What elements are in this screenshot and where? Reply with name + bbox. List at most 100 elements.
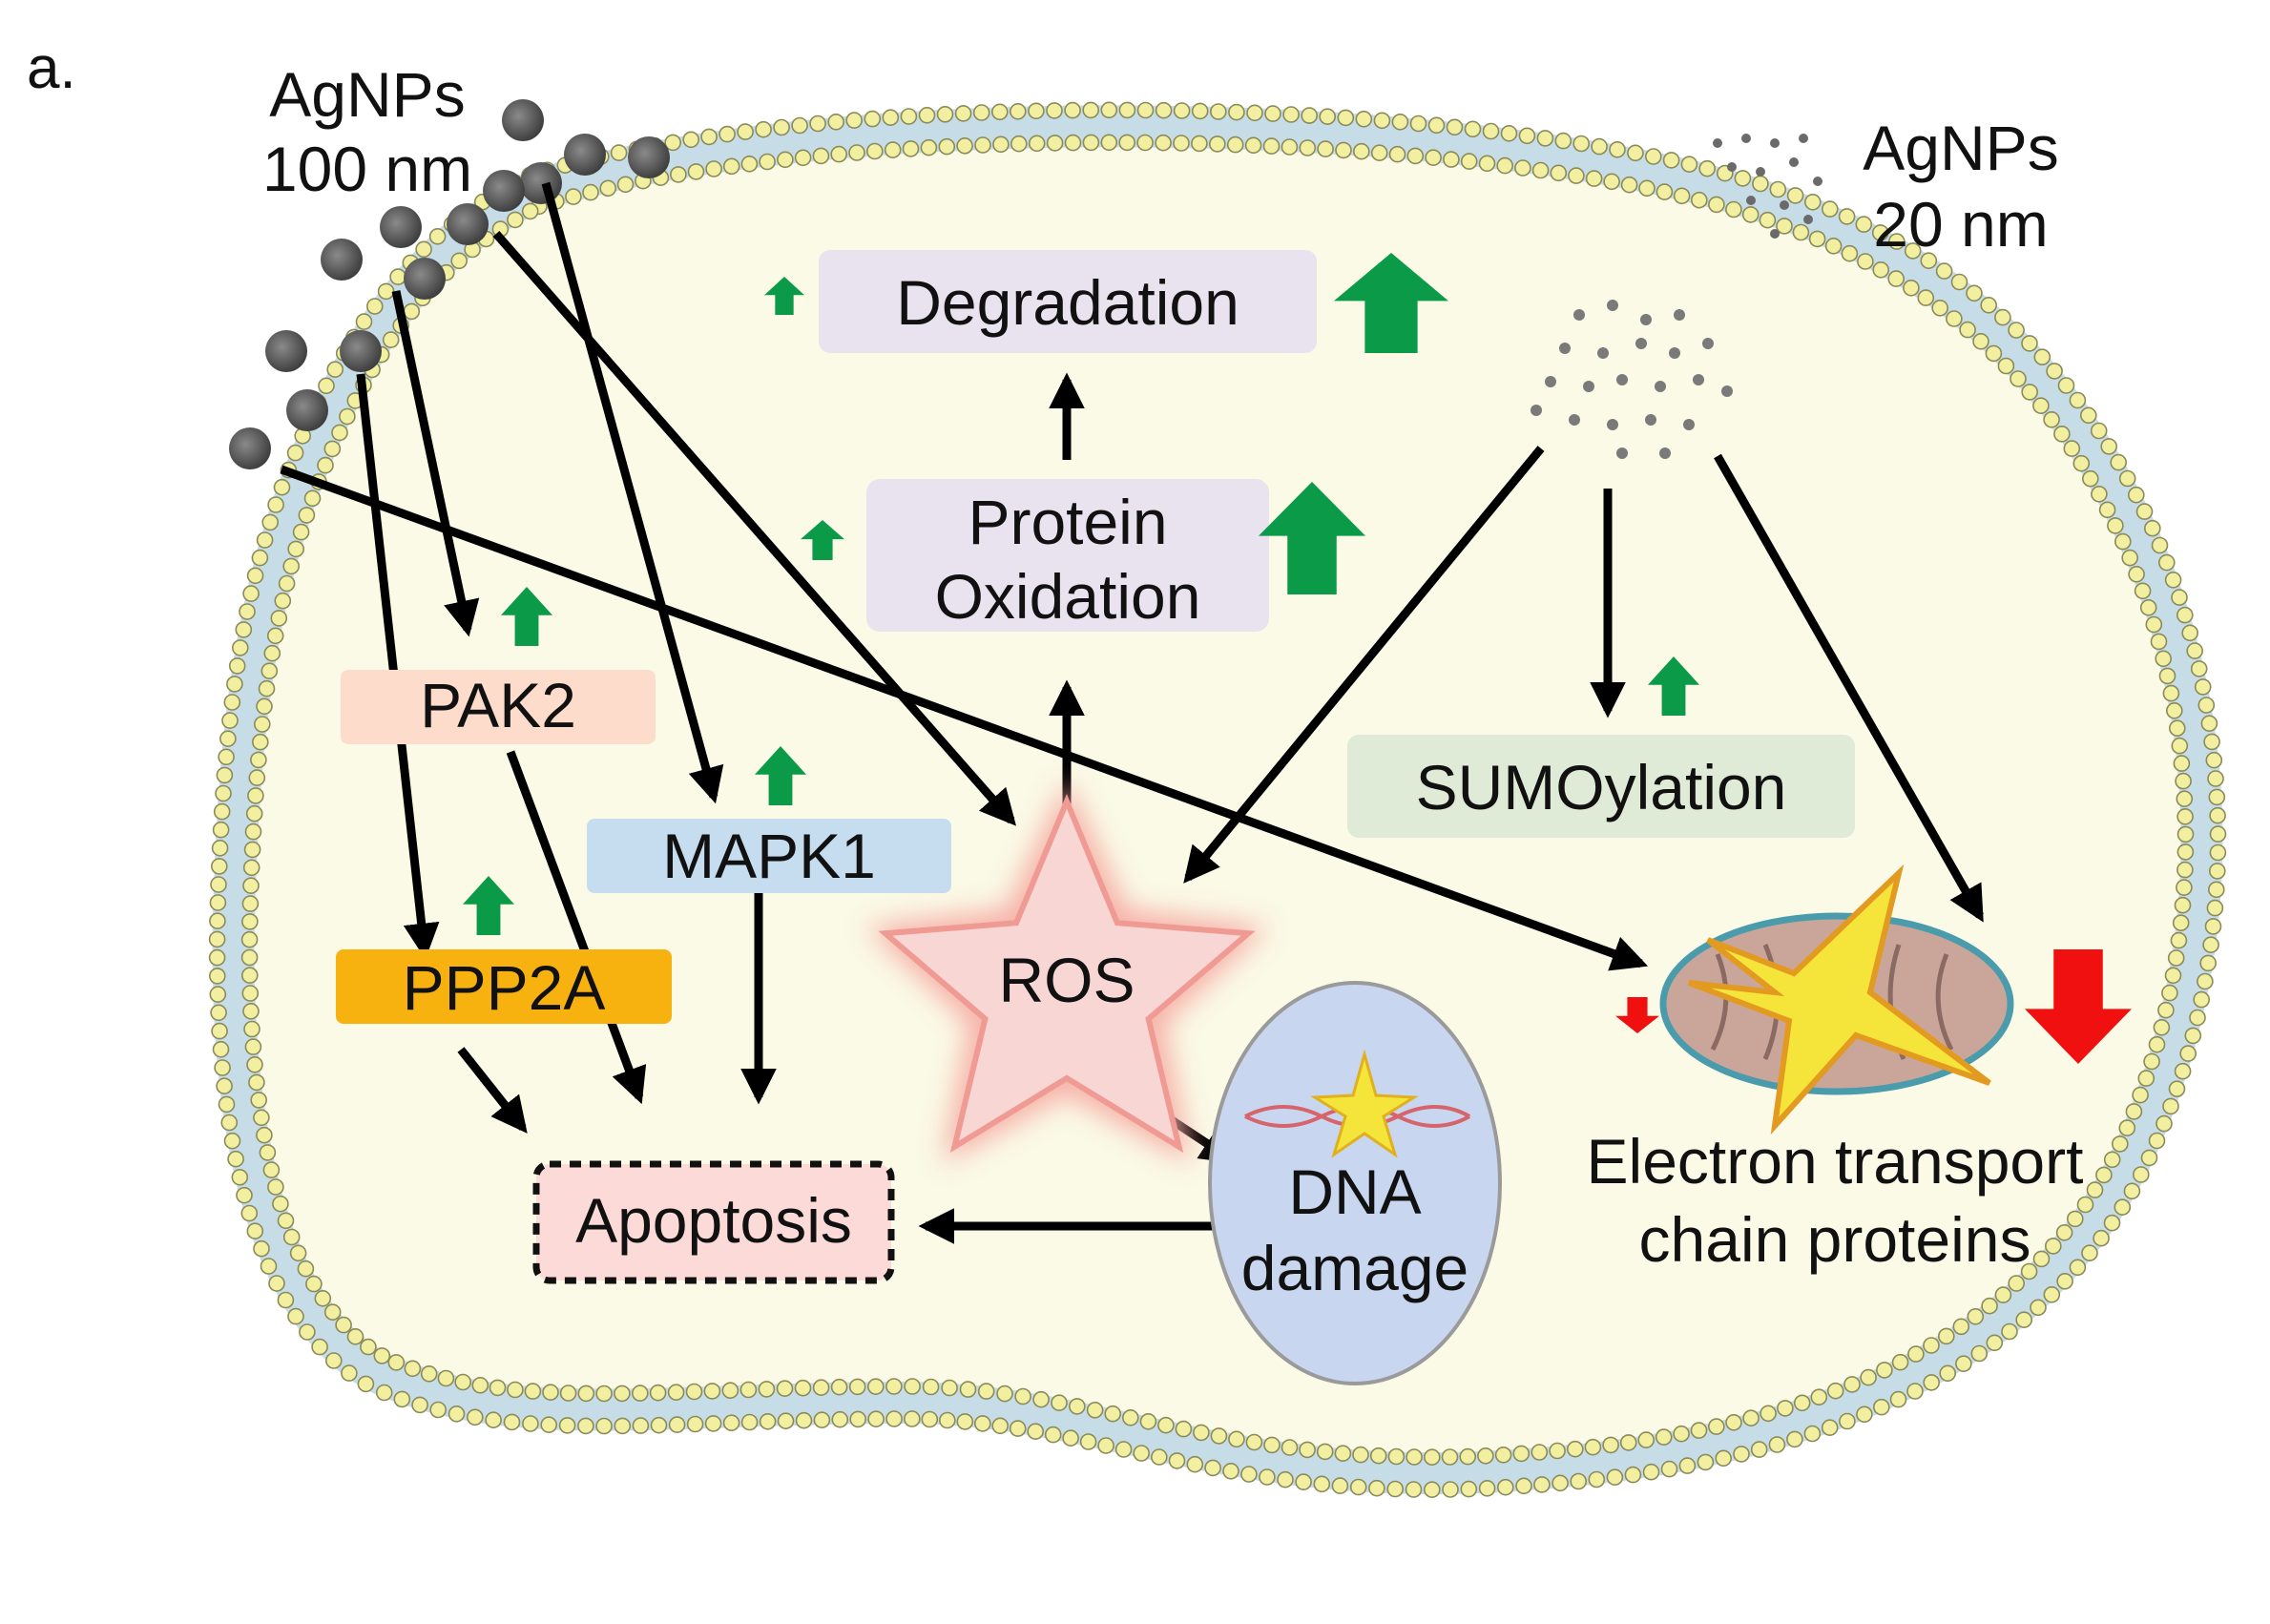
lipid-head-bead — [2209, 825, 2227, 843]
nanoparticle-icon — [447, 203, 489, 245]
lipid-head-bead — [521, 202, 539, 220]
lipid-head-bead — [209, 986, 227, 1003]
lipid-head-bead — [1952, 1318, 1970, 1336]
arrow-agnps-to-mapk1 — [541, 181, 724, 804]
lipid-head-bead — [258, 679, 276, 697]
lipid-head-bead — [1838, 208, 1856, 225]
mapk1-box — [587, 819, 951, 893]
lipid-head-bead — [972, 104, 990, 121]
lipid-head-bead — [2125, 1103, 2143, 1120]
lipid-head-bead — [1046, 135, 1064, 152]
lipid-head-bead — [450, 252, 469, 270]
lipid-head-bead — [2155, 1114, 2173, 1133]
lipid-head-bead — [2205, 751, 2223, 769]
lipid-head-bead — [1277, 1470, 1294, 1489]
lipid-head-bead — [758, 1381, 776, 1398]
lipid-head-bead — [2193, 990, 2210, 1009]
nanoparticle-icon — [520, 162, 562, 204]
lipid-head-bead — [577, 1385, 595, 1403]
lipid-head-bead — [1226, 135, 1244, 154]
lipid-head-bead — [211, 858, 228, 875]
lipid-head-bead — [2164, 967, 2182, 985]
lipid-head-bead — [485, 1411, 502, 1428]
lipid-head-bead — [323, 440, 342, 458]
lipid-head-bead — [1441, 1448, 1459, 1466]
lipid-head-bead — [267, 496, 284, 513]
lipid-head-bead — [2167, 949, 2185, 967]
lipid-head-bead — [1752, 175, 1769, 193]
lipid-head-bead — [2043, 410, 2060, 428]
lipid-head-bead — [246, 1056, 263, 1073]
lipid-head-bead — [2001, 1322, 2018, 1341]
lipid-head-bead — [1985, 344, 2003, 363]
lipid-head-bead — [2209, 843, 2227, 862]
lipid-head-bead — [938, 1411, 956, 1429]
lipid-head-bead — [686, 1415, 704, 1433]
lipid-head-bead — [242, 1003, 260, 1020]
lipid-head-bead — [210, 876, 227, 893]
lipid-head-bead — [2134, 582, 2152, 600]
lipid-head-bead — [241, 985, 260, 1002]
lipid-head-bead — [700, 128, 718, 146]
lipid-head-bead — [303, 489, 322, 508]
lipid-head-bead — [1920, 252, 1938, 270]
lipid-head-bead — [220, 1114, 239, 1132]
lipid-head-bead — [1209, 135, 1226, 153]
lipid-head-bead — [866, 1378, 885, 1395]
lipid-head-bead — [2057, 377, 2075, 394]
lipid-head-bead — [1637, 1431, 1655, 1448]
lipid-head-bead — [848, 144, 865, 161]
lipid-head-bead — [1133, 1445, 1150, 1462]
lipid-head-bead — [1442, 1481, 1459, 1498]
lipid-head-bead — [2194, 678, 2212, 696]
lipid-head-bead — [1777, 1400, 1794, 1417]
nanoparticle-icon — [380, 206, 422, 248]
nanoparticle-icon — [340, 330, 382, 372]
lipid-head-bead — [2158, 553, 2176, 572]
lipid-head-bead — [1264, 105, 1281, 122]
lipid-head-bead — [1660, 1460, 1678, 1478]
lipid-head-bead — [272, 1195, 289, 1213]
lipid-head-bead — [884, 141, 902, 158]
lipid-head-bead — [813, 1411, 831, 1428]
lipid-head-bead — [740, 156, 759, 173]
lipid-head-bead — [1352, 1446, 1369, 1464]
lipid-head-bead — [794, 1379, 812, 1397]
lipid-head-bead — [244, 822, 262, 841]
lipid-head-bead — [904, 1378, 921, 1395]
lipid-head-bead — [1673, 1425, 1690, 1443]
lipid-head-bead — [2170, 931, 2188, 949]
lipid-head-bead — [2110, 453, 2127, 471]
lipid-head-bead — [1656, 183, 1674, 200]
lipid-head-bead — [2166, 701, 2183, 719]
lipid-head-bead — [1028, 135, 1046, 153]
lipid-head-bead — [938, 137, 956, 156]
lipid-head-bead — [577, 1417, 594, 1435]
small-nanoparticle-icon — [1573, 309, 1585, 321]
dna-damage-label-2: damage — [1241, 1233, 1469, 1303]
lipid-head-bead — [1533, 1476, 1551, 1493]
lipid-head-bead — [240, 1204, 259, 1222]
lipid-head-bead — [2209, 806, 2226, 824]
lipid-head-bead — [1064, 101, 1081, 119]
agnps-20nm-label-2: 20 nm — [1873, 189, 2048, 260]
lipid-head-bead — [256, 697, 273, 716]
lipid-head-bead — [428, 228, 447, 245]
lipid-head-bead — [959, 1381, 977, 1398]
lipid-head-bead — [2179, 1045, 2197, 1062]
lipid-head-bead — [1824, 237, 1843, 255]
lipid-head-bead — [411, 1396, 428, 1414]
lipid-head-bead — [274, 592, 292, 610]
small-nanoparticle-icon — [1616, 374, 1628, 385]
lipid-head-bead — [1301, 107, 1318, 124]
lipid-head-bead — [253, 1239, 270, 1258]
lipid-head-bead — [263, 644, 281, 662]
lipid-head-bead — [2200, 715, 2218, 733]
small-nanoparticle-icon — [1702, 338, 1714, 349]
lipid-head-bead — [1821, 1419, 1839, 1436]
lipid-head-bead — [2172, 914, 2190, 932]
lipid-head-bead — [1931, 299, 1948, 317]
lipid-head-bead — [247, 787, 264, 804]
lipid-head-bead — [737, 123, 754, 140]
